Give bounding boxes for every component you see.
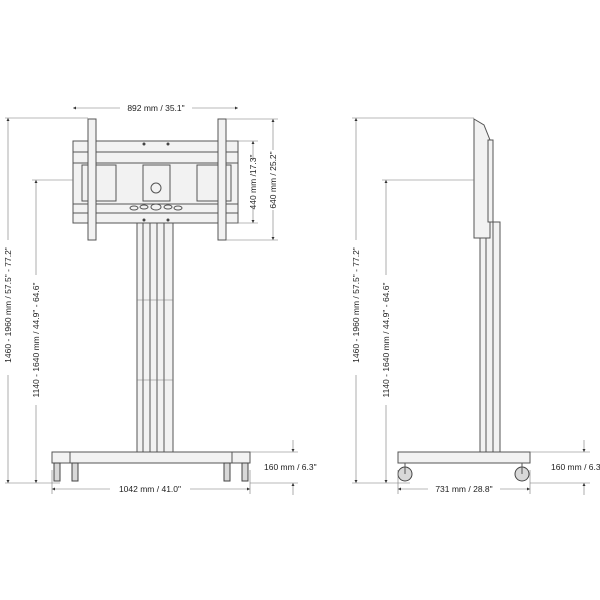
column-side <box>479 221 501 455</box>
dim-total-height: 1460 - 1960 mm / 57.5" - 77.2" <box>3 247 13 363</box>
dim-vesa-inner: 440 mm /17.3" <box>248 155 258 210</box>
base <box>51 451 251 482</box>
dim-base-height-side: 160 mm / 6.3" <box>551 462 600 472</box>
dim-center-height: 1140 - 1640 mm / 44.9" - 64.6" <box>31 282 41 397</box>
dim-base-depth: 731 mm / 28.8" <box>435 484 492 494</box>
dim-center-height-side: 1140 - 1640 mm / 44.9" - 64.6" <box>381 282 391 397</box>
dim-base-width: 1042 mm / 41.0" <box>119 484 181 494</box>
column <box>136 221 174 455</box>
dim-base-height: 160 mm / 6.3" <box>264 462 317 472</box>
dim-total-height-side: 1460 - 1960 mm / 57.5" - 77.2" <box>351 247 361 363</box>
side-view: 1460 - 1960 mm / 57.5" - 77.2" 1140 - 16… <box>351 117 600 495</box>
dim-width: 892 mm / 35.1" <box>127 103 184 113</box>
mount-plate <box>72 118 239 241</box>
dim-vesa-outer: 640 mm / 25.2" <box>268 151 278 208</box>
front-view: 892 mm / 35.1" 1460 - 1960 mm / 57.5" - … <box>3 103 317 495</box>
base-side <box>397 451 531 464</box>
